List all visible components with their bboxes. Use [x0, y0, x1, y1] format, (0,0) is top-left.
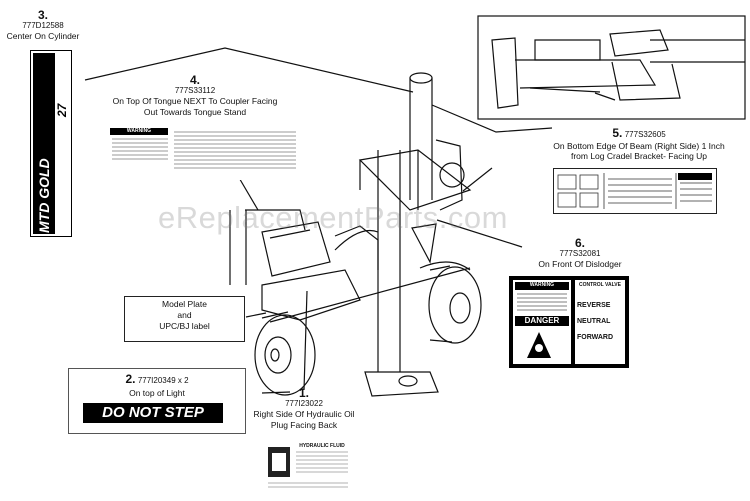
- callout-4-number: 4.: [189, 73, 200, 87]
- callout-4-text-2: Out Towards Tongue Stand: [143, 106, 247, 117]
- tongue-warning-decal: WARNING: [110, 128, 300, 180]
- mtd-brand-text: MTD GOLD: [36, 158, 52, 233]
- watermark-text: eReplacementParts.com: [158, 200, 508, 235]
- callout-1-part: 777I23022: [285, 398, 323, 408]
- callout-6-number: 6.: [574, 236, 585, 250]
- do-not-step-decal: DO NOT STEP: [83, 403, 223, 423]
- hydraulic-fluid-decal: HYDRAULIC FLUID: [266, 443, 350, 495]
- model-plate-line-2: and: [177, 310, 192, 320]
- callout-1-text-1: Right Side Of Hydraulic Oil: [253, 409, 355, 419]
- callout-2-text: On top of Light: [129, 388, 185, 398]
- beam-warning-decal: [553, 168, 717, 214]
- callout-1-number: 1.: [298, 386, 309, 400]
- tongue-warning-title: WARNING: [110, 128, 168, 135]
- callout-6-text: On Front Of Dislodger: [538, 259, 622, 269]
- callout-3-number: 3.: [37, 8, 48, 22]
- dislodger-decal: WARNING DANGER CONTROL VALVE REVERSE NEU…: [509, 276, 629, 368]
- callout-4-text-1: On Top Of Tongue NEXT To Coupler Facing: [112, 96, 278, 106]
- dislodger-warning-title: WARNING: [515, 282, 569, 290]
- lever-option-forward: FORWARD: [577, 334, 614, 341]
- callout-5-part: 777S32605: [624, 130, 666, 139]
- callout-5-number: 5.: [612, 126, 623, 140]
- lever-option-reverse: REVERSE: [577, 302, 611, 309]
- hydraulic-fluid-title: HYDRAULIC FLUID: [299, 443, 345, 449]
- callout-1: 1. 777I23022 Right Side Of Hydraulic Oil…: [238, 386, 370, 430]
- beam-decal-graphics: [557, 173, 712, 209]
- mtd-model-text: 27: [55, 103, 69, 117]
- callout-3: 3. 777D12588 Center On Cylinder: [3, 8, 83, 42]
- callout-2-part: 777I20349 x 2: [137, 376, 189, 385]
- callout-4: 4. 777S33112 On Top Of Tongue NEXT To Co…: [95, 73, 295, 117]
- warning-fine-print: [112, 131, 296, 169]
- callout-5-text-2: from Log Cradel Bracket- Facing Up: [570, 151, 708, 161]
- callout-2-box: 2. 777I20349 x 2 On top of Light DO NOT …: [68, 368, 246, 434]
- callout-6: 6. 777S32081 On Front Of Dislodger: [505, 236, 655, 270]
- model-plate-box: Model Plate and UPC/BJ label: [124, 296, 245, 342]
- dislodger-decal-graphics: [517, 293, 567, 358]
- callout-3-part: 777D12588: [22, 20, 64, 30]
- callout-1-text-2: Plug Facing Back: [270, 419, 338, 430]
- lever-decal-title: CONTROL VALVE: [579, 282, 621, 288]
- hydraulic-decal-graphics: [268, 447, 348, 488]
- callout-4-part: 777S33112: [174, 85, 216, 95]
- lever-option-neutral: NEUTRAL: [577, 318, 611, 325]
- callout-2-number: 2.: [125, 372, 136, 386]
- callout-3-text: Center On Cylinder: [6, 31, 80, 41]
- model-plate-line-3: UPC/BJ label: [159, 321, 210, 331]
- mtd-gold-decal: MTD GOLD 27: [30, 50, 72, 237]
- callout-5: 5. 777S32605 On Bottom Edge Of Beam (Rig…: [530, 126, 748, 162]
- model-plate-line-1: Model Plate: [162, 299, 207, 309]
- callout-5-text-1: On Bottom Edge Of Beam (Right Side) 1 In…: [553, 140, 725, 151]
- dislodger-danger-title: DANGER: [515, 316, 569, 326]
- callout-6-part: 777S32081: [559, 248, 601, 258]
